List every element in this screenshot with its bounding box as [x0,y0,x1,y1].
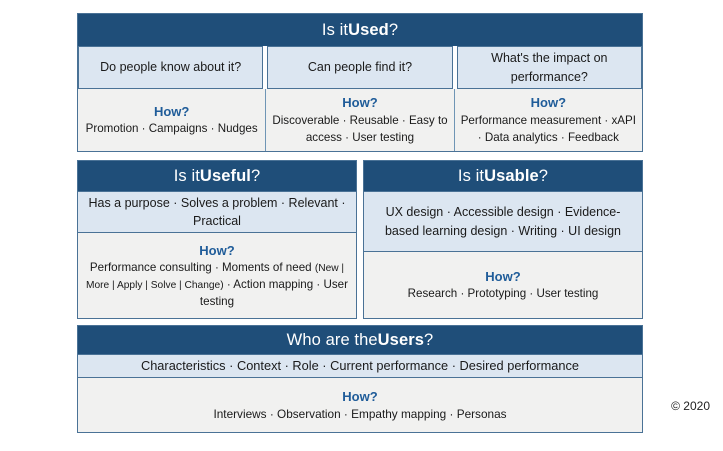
copyright-notice: © 2020 [671,399,710,413]
usable-how-label: How? [485,268,521,284]
used-how-label-2: How? [342,95,378,111]
block-header-usable-suffix: ? [538,166,549,185]
useful-how-items-before: Performance consulting · Moments of need [89,261,315,275]
block-header-useful-prefix: Is it [173,166,200,185]
block-header-used-prefix: Is it [321,20,349,39]
used-how-cell-3: How? Performance measurement · xAPI · Da… [454,89,642,151]
useful-how-label: How? [199,242,235,258]
users-how-label: How? [342,388,378,404]
useful-criteria: Has a purpose · Solves a problem · Relev… [78,191,356,233]
usable-how-cell: How? Research · Prototyping · User testi… [364,252,642,318]
block-header-users-keyword: Users [377,330,425,349]
block-is-it-used: Is it Used? Do people know about it? Can… [77,13,643,152]
users-how-items: Interviews · Observation · Empathy mappi… [213,407,507,422]
used-criteria-cell-2: Can people find it? [267,46,453,89]
block-who-are-the-users: Who are the Users? Characteristics · Con… [77,325,643,433]
used-criteria-cell-1: Do people know about it? [78,46,264,89]
block-header-users-suffix: ? [424,330,434,349]
usable-how-items: Research · Prototyping · User testing [407,287,599,301]
usable-criteria: UX design · Accessible design · Evidence… [364,191,642,252]
used-how-items-1: Promotion · Campaigns · Nudges [85,122,258,136]
useful-how-items-moments: (New | More | Apply | Solve | Change) [86,263,345,291]
block-header-users: Who are the Users? [78,326,642,354]
users-how-cell: How? Interviews · Observation · Empathy … [78,378,642,432]
useful-how-items: Performance consulting · Moments of need… [84,260,350,310]
used-how-label-3: How? [530,95,567,111]
block-is-it-useful: Is it Useful? Has a purpose · Solves a p… [77,160,357,319]
block-header-used-suffix: ? [388,20,399,39]
block-header-usable-prefix: Is it [457,166,485,185]
useful-how-cell: How? Performance consulting · Moments of… [78,233,356,318]
used-how-label-1: How? [153,103,190,119]
block-header-useful-suffix: ? [250,166,261,185]
block-header-usable-keyword: Usable [484,166,539,185]
used-criteria-row: Do people know about it? Can people find… [78,46,642,89]
users-criteria: Characteristics · Context · Role · Curre… [78,354,642,378]
block-header-useful: Is it Useful? [78,161,356,191]
block-header-usable: Is it Usable? [364,161,642,191]
used-how-items-2: Discoverable · Reusable · Easy to access… [272,113,448,144]
used-criteria-cell-3: What's the impact on performance? [456,46,642,89]
used-how-row: How? Promotion · Campaigns · Nudges How?… [78,89,642,151]
useful-how-items-after: · Action mapping · User testing [199,277,348,308]
used-how-cell-2: How? Discoverable · Reusable · Easy to a… [266,89,455,151]
block-is-it-usable: Is it Usable? UX design · Accessible des… [363,160,643,319]
block-header-users-prefix: Who are the [286,330,378,349]
used-how-items-3: Performance measurement · xAPI · Data an… [460,113,636,144]
block-header-used-keyword: Used [348,20,389,39]
block-header-useful-keyword: Useful [199,166,251,185]
block-header-used: Is it Used? [78,14,642,46]
used-how-cell-1: How? Promotion · Campaigns · Nudges [78,89,267,151]
